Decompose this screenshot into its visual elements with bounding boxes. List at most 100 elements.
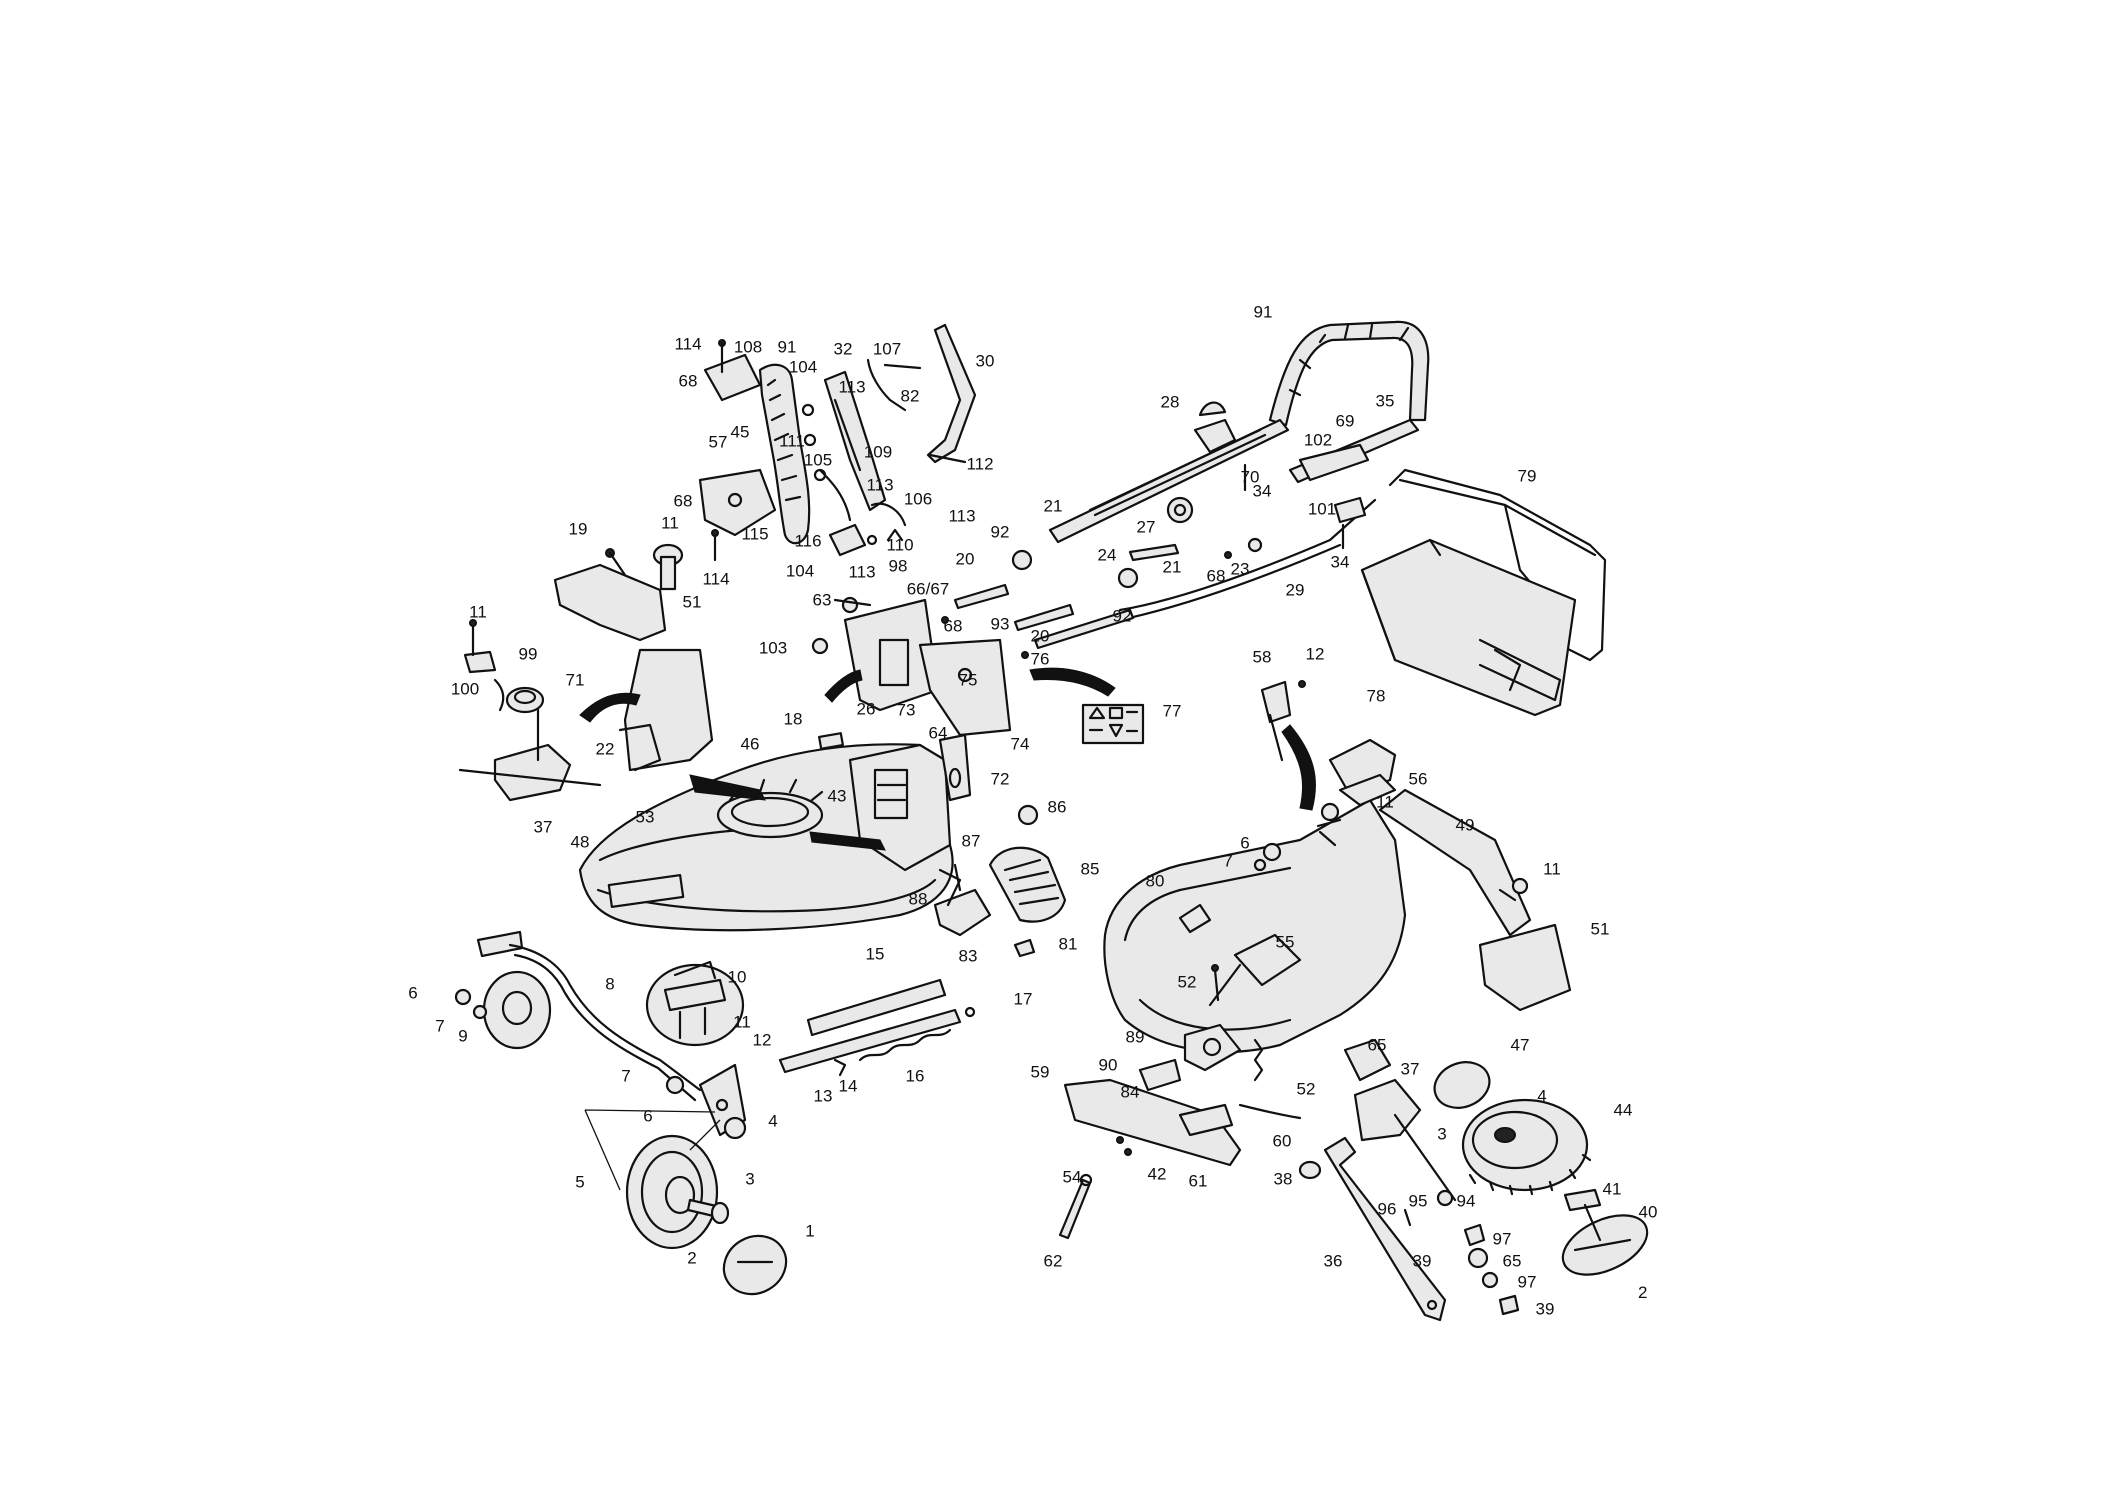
- part-callout-82: 82: [901, 386, 920, 405]
- part-callout-30: 30: [976, 351, 995, 370]
- drive-bar-assembly: [778, 978, 976, 1077]
- part-callout-40: 40: [1639, 1202, 1658, 1221]
- part-callout-68: 68: [679, 371, 698, 390]
- part-callout-35: 35: [1376, 391, 1395, 410]
- part-callout-21: 21: [1163, 557, 1182, 576]
- part-callout-90: 90: [1099, 1055, 1118, 1074]
- part-callout-5: 5: [575, 1172, 584, 1191]
- mower-deck: [578, 596, 1145, 932]
- part-callout-1: 1: [805, 1221, 814, 1240]
- part-callout-39: 39: [1413, 1251, 1432, 1270]
- part-callout-45: 45: [731, 422, 750, 441]
- part-callout-17: 17: [1014, 989, 1033, 1008]
- part-callout-34: 34: [1253, 481, 1272, 500]
- part-callout-2: 2: [687, 1248, 696, 1267]
- part-callout-48: 48: [571, 832, 590, 851]
- part-callout-53: 53: [636, 807, 655, 826]
- part-callout-87: 87: [962, 831, 981, 850]
- part-callout-73: 73: [897, 700, 916, 719]
- part-callout-51: 51: [683, 592, 702, 611]
- part-callout-52: 52: [1297, 1079, 1316, 1098]
- part-callout-113: 113: [848, 562, 875, 581]
- part-callout-7: 7: [621, 1066, 630, 1085]
- part-callout-110: 110: [886, 535, 913, 554]
- part-callout-11: 11: [469, 602, 487, 621]
- part-callout-10: 10: [728, 967, 747, 986]
- part-callout-59: 59: [1031, 1062, 1050, 1081]
- part-callout-95: 95: [1409, 1191, 1428, 1210]
- part-callout-41: 41: [1603, 1179, 1622, 1198]
- part-callout-39: 39: [1536, 1299, 1555, 1318]
- part-callout-65: 65: [1503, 1251, 1522, 1270]
- part-callout-111: 111: [779, 431, 805, 450]
- part-callout-68: 68: [674, 491, 693, 510]
- part-callout-114: 114: [702, 569, 729, 588]
- part-callout-43: 43: [828, 786, 847, 805]
- part-callout-104: 104: [786, 561, 814, 580]
- part-callout-112: 112: [966, 454, 993, 473]
- part-callout-37: 37: [1401, 1059, 1420, 1078]
- part-callout-9: 9: [458, 1026, 467, 1045]
- part-callout-92: 92: [991, 522, 1010, 541]
- part-callout-18: 18: [784, 709, 803, 728]
- part-callout-11: 11: [661, 513, 679, 532]
- part-callout-34: 34: [1331, 552, 1350, 571]
- part-callout-24: 24: [1098, 545, 1117, 564]
- part-callout-38: 38: [1274, 1169, 1293, 1188]
- part-callout-83: 83: [959, 946, 978, 965]
- part-callout-89: 89: [1126, 1027, 1145, 1046]
- part-callout-80: 80: [1146, 871, 1165, 890]
- part-callout-54: 54: [1063, 1167, 1082, 1186]
- part-callout-4: 4: [1537, 1086, 1546, 1105]
- part-callout-113: 113: [948, 506, 975, 525]
- part-callout-20: 20: [956, 549, 975, 568]
- part-callout-103: 103: [759, 638, 787, 657]
- part-callout-11: 11: [733, 1012, 751, 1031]
- part-callout-79: 79: [1518, 466, 1537, 485]
- part-callout-91: 91: [1254, 302, 1273, 321]
- upper-handle-assembly: [953, 320, 1430, 650]
- handle-lever-assembly: [698, 323, 977, 562]
- part-callout-21: 21: [1044, 496, 1063, 515]
- part-callout-64: 64: [929, 723, 948, 742]
- part-callout-65: 65: [1368, 1035, 1387, 1054]
- part-callout-72: 72: [991, 769, 1010, 788]
- part-callout-32: 32: [834, 339, 853, 358]
- starter-assembly: [933, 804, 1067, 958]
- part-callout-62: 62: [1044, 1251, 1063, 1270]
- part-callout-102: 102: [1304, 430, 1332, 449]
- part-callout-77: 77: [1163, 701, 1182, 720]
- part-callout-78: 78: [1367, 686, 1386, 705]
- part-callout-26: 26: [857, 699, 876, 718]
- part-callout-51: 51: [1591, 919, 1610, 938]
- part-callout-97: 97: [1518, 1272, 1537, 1291]
- part-callout-57: 57: [709, 432, 728, 451]
- part-callout-8: 8: [605, 974, 614, 993]
- part-callout-27: 27: [1137, 517, 1156, 536]
- part-callout-75: 75: [959, 670, 978, 689]
- part-callout-86: 86: [1048, 797, 1067, 816]
- part-callout-36: 36: [1324, 1251, 1343, 1270]
- part-callout-29: 29: [1286, 580, 1305, 599]
- part-callout-6: 6: [408, 983, 417, 1002]
- part-callout-42: 42: [1148, 1164, 1167, 1183]
- part-callout-58: 58: [1253, 647, 1272, 666]
- part-callout-37: 37: [534, 817, 553, 836]
- part-callout-91: 91: [778, 337, 797, 356]
- part-callout-96: 96: [1378, 1199, 1397, 1218]
- part-callout-88: 88: [909, 889, 928, 908]
- part-callout-85: 85: [1081, 859, 1100, 878]
- part-callout-74: 74: [1011, 734, 1030, 753]
- part-callout-68: 68: [1207, 566, 1226, 585]
- part-callout-46: 46: [741, 734, 760, 753]
- part-callout-11: 11: [1376, 792, 1394, 811]
- part-callout-61: 61: [1189, 1171, 1208, 1190]
- part-callout-20: 20: [1031, 626, 1050, 645]
- part-callout-99: 99: [519, 644, 538, 663]
- part-callout-44: 44: [1614, 1100, 1633, 1119]
- part-callout-12: 12: [1306, 644, 1325, 663]
- part-callout-108: 108: [734, 337, 762, 356]
- drive-gearbox-area: [458, 543, 714, 802]
- part-callout-101: 101: [1308, 499, 1336, 518]
